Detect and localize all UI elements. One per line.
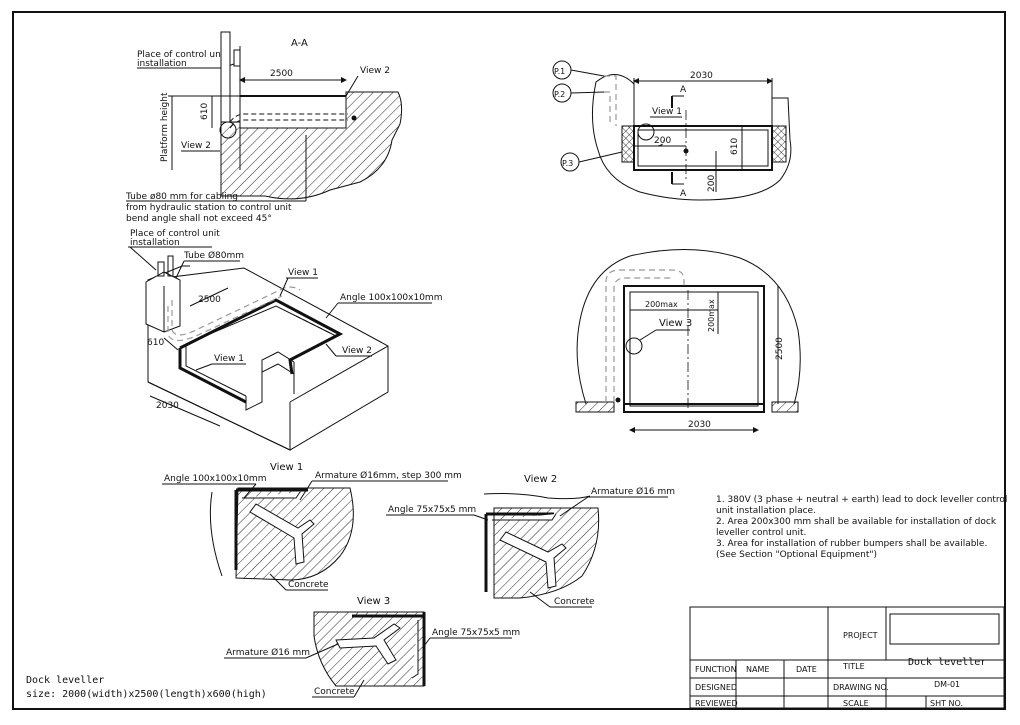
detail-view3-angle: Angle 75x75x5 mm: [432, 628, 520, 638]
note-line-6: (See Section "Optional Equipment"): [716, 550, 877, 560]
dim-200-h: 200: [654, 136, 671, 146]
note-line-2: unit installation place.: [716, 506, 816, 516]
view1-plan: View 1: [652, 107, 682, 117]
tb-title-value: Dock leveller: [908, 657, 986, 668]
tb-drawing-no-value: DM-01: [934, 680, 960, 689]
balloon-p2: P.2: [554, 90, 565, 99]
dim-2500-aa: 2500: [270, 69, 293, 79]
tube-note-2: from hydraulic station to control unit: [126, 203, 292, 213]
control-unit-label: Place of control unit: [137, 50, 227, 60]
tb-designed: DESIGNED: [695, 683, 737, 692]
dim-200-v: 200: [707, 175, 717, 192]
detail-view1-armature: Armature Ø16mm, step 300 mm: [315, 470, 462, 481]
iso-view1-top: View 1: [288, 268, 318, 278]
iso-angle: Angle 100x100x10mm: [340, 293, 442, 303]
notes: 1. 380V (3 phase + neutral + earth) lead…: [716, 495, 1007, 560]
section-mark-bottom: A: [680, 189, 687, 199]
detail-view2-armature: Armature Ø16 mm: [591, 486, 675, 497]
section-mark-top: A: [680, 85, 687, 95]
balloon-p1: P.1: [554, 67, 565, 76]
tb-scale: SCALE: [843, 699, 869, 708]
view2-aa-top: View 2: [360, 66, 390, 76]
detail-view3-armature: Armature Ø16 mm: [226, 647, 310, 658]
tb-date: DATE: [796, 665, 817, 674]
front-view: 200max 200max View 3 2500 2030: [575, 248, 801, 433]
detail-view3-title: View 3: [357, 596, 390, 607]
detail-view2-title: View 2: [524, 474, 557, 485]
iso-view: Place of control unit installation Tube …: [128, 229, 442, 451]
tb-drawing-no: DRAWING NO.: [833, 683, 889, 692]
detail-view1: View 1 Angle 100x100x10mm Armature Ø16mm…: [162, 462, 462, 591]
plan-view: P.1 P.2 P.3 2030 A A View 1 200 610 200: [552, 60, 792, 201]
iso-control-unit-1: Place of control unit: [130, 229, 220, 239]
detail-view2-concrete: Concrete: [554, 597, 595, 607]
detail-view2: View 2 Armature Ø16 mm Angle 75x75x5 mm …: [386, 474, 675, 608]
tb-sht-no: SHT NO.: [930, 699, 963, 708]
title-block: PROJECT FUNCTION NAME DATE TITLE Dock le…: [689, 606, 1005, 709]
detail-view1-angle: Angle 100x100x10mm: [164, 474, 266, 484]
iso-dim-2500: 2500: [198, 295, 221, 305]
iso-control-unit-2: installation: [130, 238, 180, 248]
sheet-border: [12, 11, 1006, 710]
detail-view1-concrete: Concrete: [288, 580, 329, 590]
balloon-p3: P.3: [562, 159, 573, 168]
note-line-5: 3. Area for installation of rubber bumpe…: [716, 539, 987, 549]
front-dim-2030: 2030: [688, 420, 711, 430]
detail-view3: View 3 Armature Ø16 mm Angle 75x75x5 mm …: [224, 596, 520, 698]
detail-view3-concrete: Concrete: [314, 687, 355, 697]
tb-title-label: TITLE: [842, 662, 865, 671]
tb-project: PROJECT: [843, 631, 878, 640]
note-line-1: 1. 380V (3 phase + neutral + earth) lead…: [716, 495, 1007, 505]
tube-note-1: Tube ø80 mm for cabling: [125, 192, 238, 202]
control-unit-label-2: installation: [137, 59, 187, 69]
tb-function: FUNCTION: [695, 665, 737, 674]
section-aa-title: A-A: [291, 38, 308, 49]
view2-aa-left: View 2: [181, 141, 211, 151]
iso-view1-inner: View 1: [214, 354, 244, 364]
iso-dim-2030: 2030: [156, 401, 179, 411]
iso-view2: View 2: [342, 346, 372, 356]
dim-610-plan: 610: [730, 138, 740, 155]
tube-note-3: bend angle shall not exceed 45°: [126, 214, 272, 224]
front-dim-200max-v: 200max: [707, 299, 716, 332]
detail-view2-angle: Angle 75x75x5 mm: [388, 505, 476, 515]
note-line-3: 2. Area 200x300 mm shall be available fo…: [716, 517, 997, 527]
iso-tube: Tube Ø80mm: [183, 250, 244, 261]
note-line-4: leveller control unit.: [716, 528, 806, 538]
tb-reviewed: REVIEWED: [695, 699, 738, 708]
front-view3-label: View 3: [659, 318, 692, 329]
caption-line-2: size: 2000(width)x2500(length)x600(high): [26, 689, 267, 700]
dim-610-aa: 610: [200, 103, 210, 120]
caption-line-1: Dock leveller: [26, 675, 104, 686]
tb-name: NAME: [746, 665, 769, 674]
detail-view1-title: View 1: [270, 462, 303, 473]
iso-dim-610: 610: [147, 338, 164, 348]
dim-2030-plan: 2030: [690, 71, 713, 81]
front-dim-200max-h: 200max: [645, 300, 678, 309]
front-dim-2500: 2500: [775, 337, 785, 360]
section-aa: A-A Place of control unit installation 2…: [125, 31, 403, 224]
platform-height-label: Platform height: [160, 92, 170, 162]
